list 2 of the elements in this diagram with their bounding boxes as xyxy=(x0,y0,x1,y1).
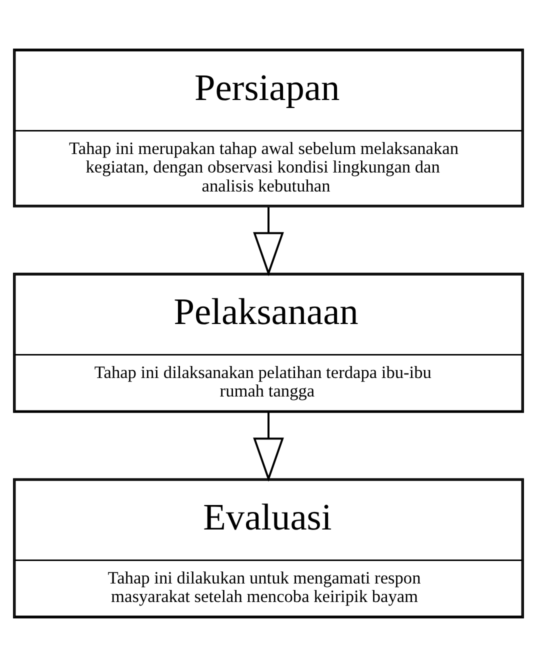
arrow xyxy=(253,412,284,482)
arrow xyxy=(253,206,284,276)
